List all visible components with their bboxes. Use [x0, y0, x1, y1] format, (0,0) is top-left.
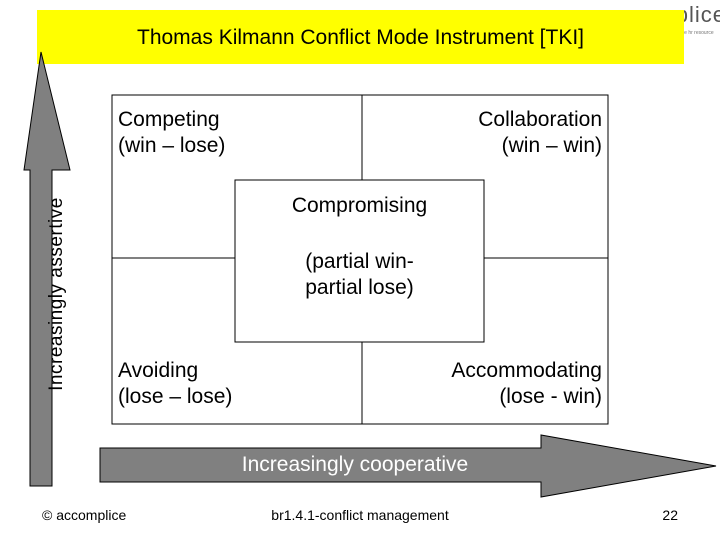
quadrant-title: Accommodating: [451, 359, 602, 382]
footer-copyright: © accomplice: [42, 507, 127, 523]
quadrant-title: Avoiding: [118, 359, 199, 382]
horizontal-arrow: [99, 434, 717, 498]
quadrant-title: Compromising: [291, 194, 428, 217]
quadrant-outcome: (win – win): [501, 134, 602, 157]
quadrant-outcome: (win – lose): [118, 134, 226, 157]
footer-title: br1.4.1-conflict management: [271, 507, 449, 523]
assertive-axis-label: Increasingly assertive: [46, 197, 67, 391]
slide-title: Thomas Kilmann Conflict Mode Instrument …: [137, 26, 584, 49]
quadrant-avoiding: Avoiding (lose – lose): [118, 358, 232, 410]
quadrant-collaboration: Collaboration (win – win): [400, 107, 602, 159]
quadrant-title: Competing: [118, 108, 220, 131]
compromising-box: [234, 179, 485, 343]
quadrant-compromising: Compromising (partial win- partial lose): [235, 193, 484, 301]
quadrant-outcome: (lose – lose): [118, 385, 233, 408]
title-banner: [37, 10, 684, 64]
logo-tagline: the hr resource: [680, 30, 714, 36]
quadrant-outcome: (lose - win): [499, 385, 602, 408]
quadrant-title: Collaboration: [478, 108, 602, 131]
cooperative-axis-label: Increasingly cooperative: [241, 453, 469, 476]
quadrant-accommodating: Accommodating (lose - win): [400, 358, 602, 410]
page-number: 22: [662, 507, 678, 523]
quadrant-competing: Competing (win – lose): [118, 107, 225, 159]
vertical-arrow: [23, 51, 71, 487]
quadrant-outcome: partial lose): [305, 276, 414, 299]
quadrant-outcome: (partial win-: [305, 250, 414, 273]
